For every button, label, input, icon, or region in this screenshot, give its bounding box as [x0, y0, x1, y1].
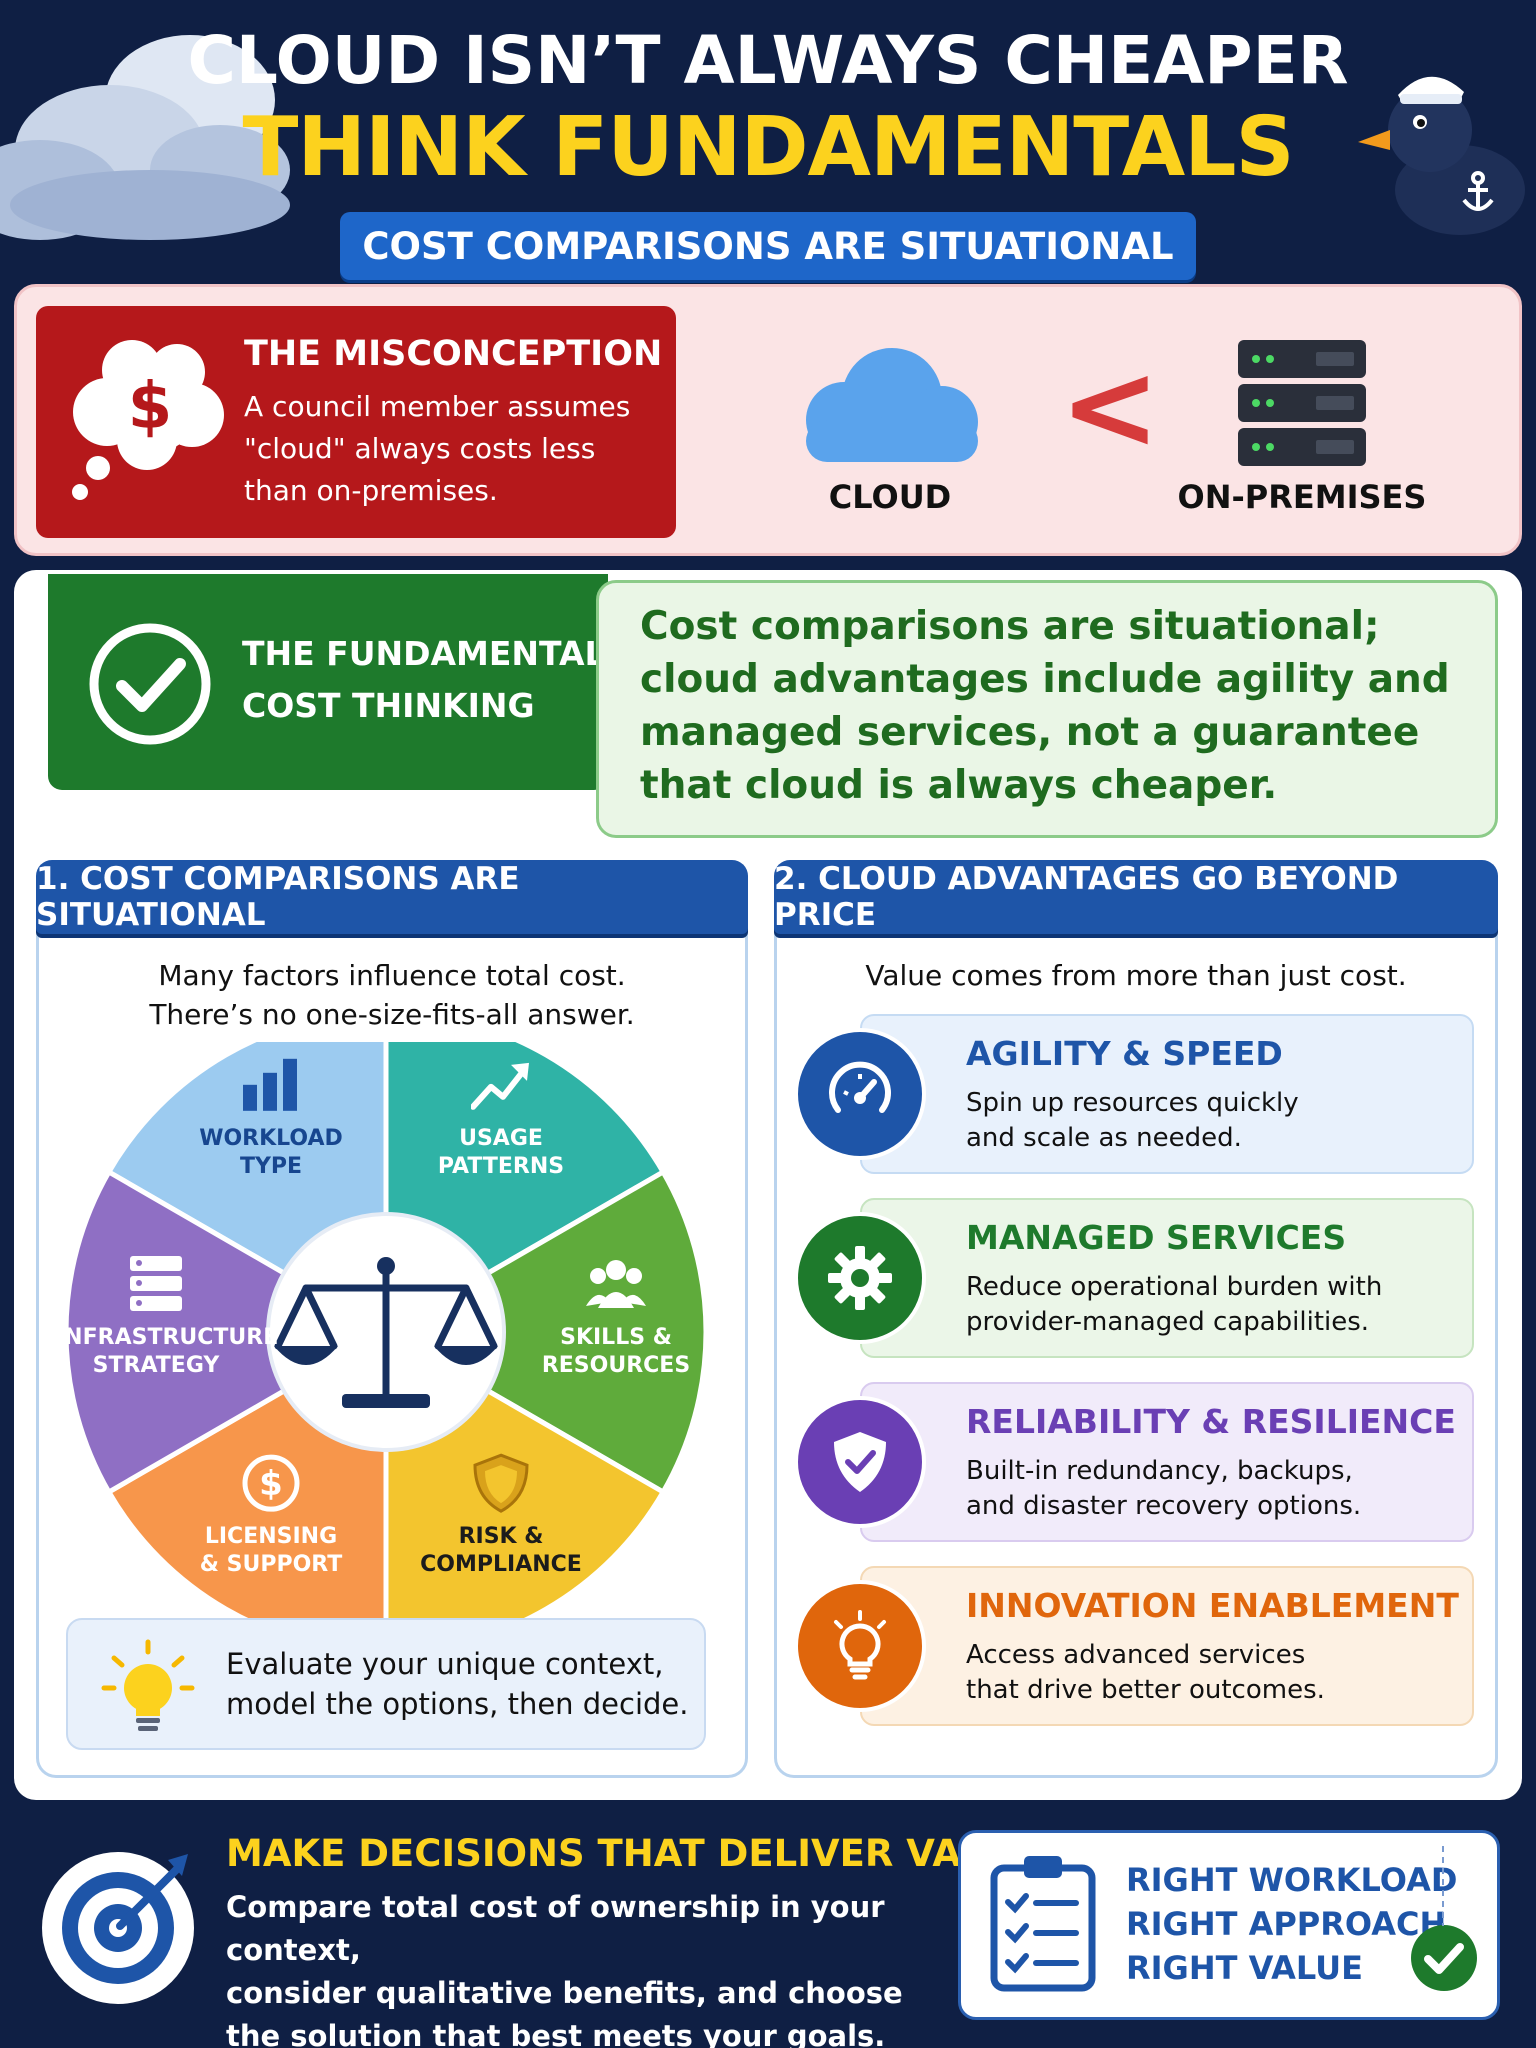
- clipboard-checklist-icon: [990, 1856, 1096, 1992]
- fundamentals-title-line2: COST THINKING: [242, 686, 535, 725]
- fundamentals-statement-box: [596, 580, 1498, 838]
- section1-heading: 1. COST COMPARISONS ARE SITUATIONAL: [36, 860, 748, 934]
- checklist-item: RIGHT APPROACH: [1126, 1905, 1447, 1943]
- advantage-title: AGILITY & SPEED: [966, 1034, 1283, 1073]
- section1-intro-line1: Many factors influence total cost.: [158, 959, 626, 992]
- cost-factor-label-line2: RESOURCES: [541, 1353, 691, 1378]
- cost-factor-label-line2: TYPE: [239, 1153, 303, 1179]
- dollar-coin-icon: $: [242, 1454, 300, 1512]
- header-subtitle: COST COMPARISONS ARE SITUATIONAL: [340, 212, 1196, 280]
- shield-check-icon: [794, 1396, 926, 1528]
- advantage-description-line2: that drive better outcomes.: [966, 1675, 1325, 1705]
- cost-factor-label-line1: WORKLOAD: [199, 1125, 343, 1151]
- target-icon: [42, 1852, 194, 2004]
- footer-line1: Compare total cost of ownership in your …: [226, 1890, 885, 1967]
- fundamentals-title: THE FUNDAMENTALS COST THINKING: [242, 628, 629, 732]
- cost-factor-label-line1: SKILLS &: [560, 1325, 672, 1350]
- cost-factor-label: RISK &COMPLIANCE: [401, 1523, 601, 1579]
- dashed-divider: [1442, 1846, 1444, 1926]
- cloud-illustration: [0, 35, 290, 240]
- checklist-item: RIGHT VALUE: [1126, 1949, 1364, 1987]
- thought-bubble-dollar-icon: $: [72, 340, 224, 500]
- cost-factor-wheel: $: [66, 1042, 706, 1622]
- advantage-description: Access advanced services that drive bette…: [966, 1638, 1466, 1708]
- advantage-card: [860, 1566, 1474, 1726]
- cloud-icon: [806, 348, 978, 462]
- trend-up-icon: [471, 1062, 529, 1110]
- misconception-text: A council member assumes "cloud" always …: [244, 390, 631, 507]
- cost-factor-label: SKILLS & RESOURCES: [516, 1324, 716, 1380]
- cost-factor-label-line2: PATTERNS: [437, 1153, 565, 1179]
- advantage-description: Spin up resources quickly and scale as ne…: [966, 1086, 1466, 1156]
- advantage-description-line1: Built-in redundancy, backups,: [966, 1456, 1353, 1486]
- balance-scale-icon: [274, 1257, 498, 1408]
- server-rack-icon: [1238, 340, 1366, 466]
- tip-line2: model the options, then decide.: [226, 1687, 689, 1721]
- advantage-description-line2: and disaster recovery options.: [966, 1491, 1362, 1521]
- advantage-description-line1: Access advanced services: [966, 1640, 1306, 1670]
- check-badge-icon: [1411, 1925, 1477, 1991]
- cost-factor-label-line1: RISK &: [458, 1524, 544, 1550]
- lightbulb-icon: [794, 1580, 926, 1712]
- fundamentals-statement: Cost comparisons are situational; cloud …: [640, 604, 1450, 808]
- cost-factor-label-line1: INFRASTRUCTURE: [56, 1325, 279, 1350]
- wheel-segment: [66, 1168, 391, 1496]
- checklist-item: RIGHT WORKLOAD: [1126, 1861, 1458, 1899]
- cost-factor-label: LICENSING& SUPPORT: [171, 1523, 371, 1579]
- wheel-segment: [381, 1168, 706, 1496]
- fundamentals-title-line1: THE FUNDAMENTALS: [242, 634, 630, 673]
- advantage-card: [860, 1198, 1474, 1358]
- advantage-description: Reduce operational burden with provider-m…: [966, 1270, 1466, 1340]
- server-icon: [130, 1256, 182, 1311]
- cost-factor-label-line2: & SUPPORT: [199, 1552, 343, 1578]
- advantage-title: RELIABILITY & RESILIENCE: [966, 1402, 1456, 1441]
- footer-line2: consider qualitative benefits, and choos…: [226, 1976, 903, 2010]
- cost-factor-label-line1: LICENSING: [204, 1524, 338, 1550]
- check-circle-icon: [89, 623, 211, 745]
- tip-text: Evaluate your unique context, model the …: [226, 1644, 696, 1724]
- people-icon: [586, 1260, 646, 1308]
- cost-factor-label-line2: STRATEGY: [92, 1353, 220, 1378]
- gear-icon: [794, 1212, 926, 1344]
- advantage-description-line2: and scale as needed.: [966, 1123, 1242, 1153]
- less-than-operator: <: [1059, 338, 1161, 477]
- svg-text:$: $: [128, 370, 173, 444]
- shield-icon: [473, 1453, 529, 1513]
- tip-line1: Evaluate your unique context,: [226, 1647, 664, 1681]
- section1-intro-line2: There’s no one-size-fits-all answer.: [149, 998, 635, 1031]
- tip-box: [66, 1618, 706, 1750]
- speedometer-icon: [794, 1028, 926, 1160]
- section2-intro: Value comes from more than just cost.: [865, 959, 1407, 992]
- sailor-duck-icon: [1358, 76, 1525, 235]
- advantage-description-line2: provider-managed capabilities.: [966, 1307, 1370, 1337]
- footer-line3: the solution that best meets your goals.: [226, 2019, 886, 2048]
- header-title-line1: CLOUD ISN’T ALWAYS CHEAPER: [187, 22, 1349, 99]
- fundamentals-box: [48, 574, 608, 790]
- advantage-card: [860, 1014, 1474, 1174]
- cost-factor-label: INFRASTRUCTURE STRATEGY: [56, 1324, 279, 1380]
- advantage-description-line1: Reduce operational burden with: [966, 1272, 1383, 1302]
- cost-factor-label-line1: USAGE: [459, 1125, 543, 1151]
- misconception-title: THE MISCONCEPTION: [244, 334, 663, 374]
- advantage-description-line1: Spin up resources quickly: [966, 1088, 1299, 1118]
- svg-text:$: $: [259, 1464, 283, 1504]
- cloud-label: CLOUD: [828, 478, 952, 516]
- footer-checklist: RIGHT WORKLOAD RIGHT APPROACH RIGHT VALUE: [1126, 1858, 1457, 1990]
- footer-title: MAKE DECISIONS THAT DELIVER VALUE: [226, 1832, 1039, 1875]
- cost-factor-label-line2: COMPLIANCE: [420, 1552, 582, 1578]
- footer-text: Compare total cost of ownership in your …: [226, 1886, 946, 2048]
- bar-chart-icon: [243, 1058, 297, 1111]
- on-premises-label: ON-PREMISES: [1177, 478, 1427, 516]
- advantage-title: INNOVATION ENABLEMENT: [966, 1586, 1459, 1625]
- section1-intro: Many factors influence total cost. There…: [36, 956, 748, 1034]
- advantage-title: MANAGED SERVICES: [966, 1218, 1347, 1257]
- advantage-description: Built-in redundancy, backups, and disaste…: [966, 1454, 1466, 1524]
- section2-heading: 2. CLOUD ADVANTAGES GO BEYOND PRICE: [774, 860, 1498, 934]
- header-title-line2: THINK FUNDAMENTALS: [242, 100, 1294, 195]
- lightbulb-icon: [101, 1639, 195, 1731]
- advantage-card: [860, 1382, 1474, 1542]
